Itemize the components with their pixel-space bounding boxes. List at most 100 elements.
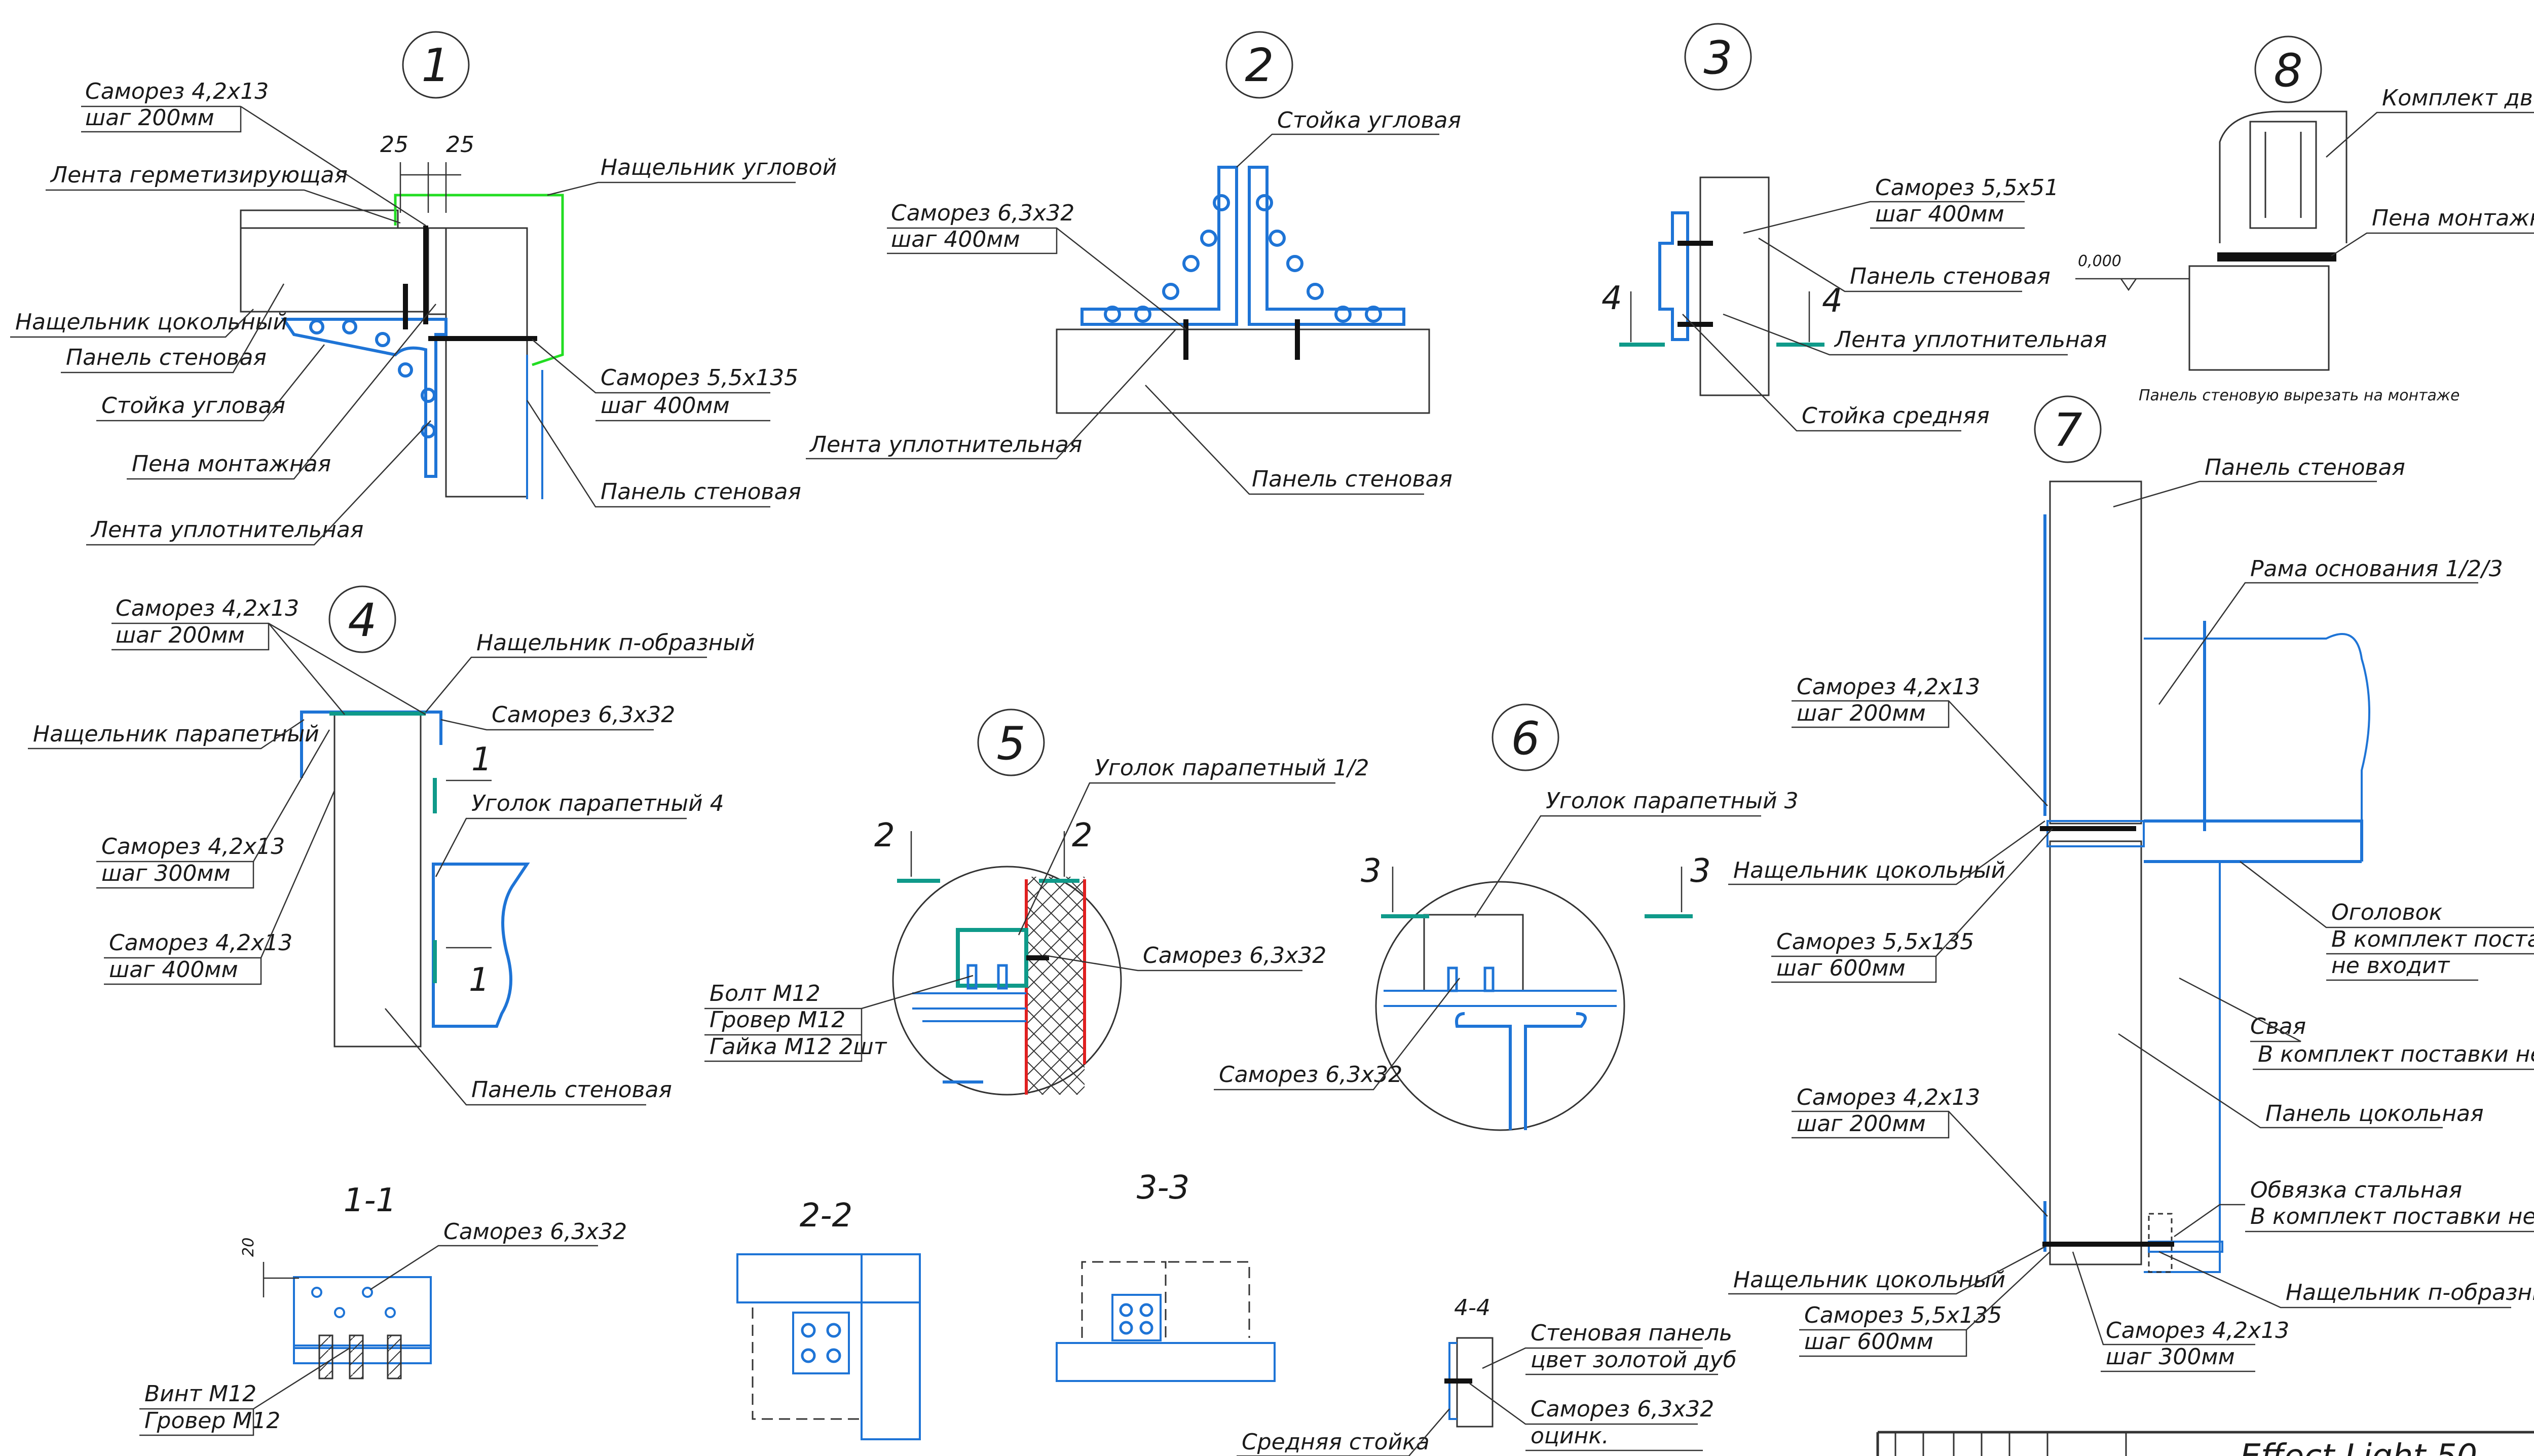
detail-3: 3 4 4 Саморез 5,5х51 шаг 400мм Панель ст… <box>1601 23 2107 432</box>
section-4-4: 4-4 Стеновая панель цвет золотой дуб Сам… <box>1237 1295 1737 1456</box>
d8-foam-strip <box>2217 252 2336 262</box>
d5-profile <box>912 992 1026 1022</box>
d8-door-frame <box>2219 110 2347 243</box>
d7-label-pile1: Свая <box>2250 1014 2306 1039</box>
detail-3-balloon <box>1684 23 1752 91</box>
d7-plinth-panel <box>2049 840 2142 1265</box>
d7-label-screw5b: шаг 300мм <box>2106 1344 2235 1370</box>
d7-leader-pile <box>2179 977 2301 1042</box>
d8-label-door: Комплект дверной <box>2382 85 2534 111</box>
d5-leader-screw <box>1044 954 1302 972</box>
s11-label-vint2: Гровер М12 <box>144 1408 280 1434</box>
d5-detail-circle <box>892 866 1122 1096</box>
detail-6: 6 3 3 Уголок парапетный 3 Саморез 6,3х32 <box>1214 703 1799 1131</box>
s44-label-panel1: Стеновая панель <box>1531 1320 1732 1346</box>
d7-label-head2: В комплект поставки <box>2331 926 2534 952</box>
d7-label-steel2: В комплект поставки не входит <box>2250 1204 2534 1229</box>
d7-rule-screw2 <box>1771 956 1937 983</box>
d1-top-sheet <box>240 209 399 229</box>
d7-label-screw1b: шаг 200мм <box>1797 700 1926 726</box>
d7-leader-frame <box>2158 582 2478 705</box>
s44-leader-screw <box>1469 1383 1698 1425</box>
d2-post-left <box>1080 166 1238 326</box>
d6-label-angle: Уголок парапетный 3 <box>1546 788 1799 814</box>
d6-leader-angle <box>1474 815 1761 918</box>
section-1-1: 1-1 20 Саморез 6,3х32 Винт М12 Гровер М1… <box>139 1182 627 1436</box>
d1-leader-plinth-trim <box>10 309 254 338</box>
d7-base-trim <box>2046 820 2145 847</box>
d6-post-profile <box>1455 1012 1587 1130</box>
d2-panel <box>1056 328 1430 414</box>
d7-leader-steel <box>2174 1204 2245 1238</box>
d1-label-tape: Лента герметизирующая <box>50 162 348 188</box>
d7-label-screw3b: шаг 200мм <box>1797 1111 1926 1137</box>
d7-label-screw2b: шаг 600мм <box>1776 955 1906 981</box>
d4-label-angle: Уголок парапетный 4 <box>471 791 724 816</box>
detail-1: 1 25 25 Саморез 4,2х13 шаг 200мм <box>10 31 837 546</box>
d3-label-panel: Панель стеновая <box>1850 264 2051 289</box>
d8-leader-foam <box>2331 232 2534 257</box>
d3-cut-label-left: 4 <box>1601 280 1622 317</box>
d4-parapet-angle <box>432 863 530 1028</box>
d7-leader-head <box>2240 861 2534 928</box>
d2-rule-screw <box>887 228 1058 254</box>
d6-profile-top <box>1384 990 1617 1007</box>
d6-label-screw: Саморез 6,3х32 <box>1219 1062 1402 1088</box>
d1-label-foam: Пена монтажная <box>132 451 331 477</box>
detail-6-balloon <box>1492 703 1559 771</box>
d1-post-holes <box>309 319 436 438</box>
d3-leader-post <box>1682 314 1961 432</box>
s22-bolts <box>801 1323 841 1363</box>
d1-label-corner-trim: Нащельник угловой <box>601 155 837 180</box>
d1-label-plinth-trim: Нащельник цокольный <box>15 309 287 335</box>
d2-post-right <box>1248 166 1405 326</box>
d5-cut-label-left: 2 <box>874 817 895 854</box>
d4-leader-screw1-b <box>268 622 426 716</box>
d7-leader-plinth-panel <box>2118 1033 2443 1129</box>
d5-rule-bolt3 <box>704 1009 863 1062</box>
d6-detail-circle <box>1375 881 1625 1131</box>
s22-plate <box>792 1312 850 1374</box>
d4-label-screw2a: Саморез 4,2х13 <box>101 834 285 860</box>
d4-label-screw2b: шаг 300мм <box>101 861 231 886</box>
d1-panel-horizontal <box>240 227 429 313</box>
d6-leader-screw <box>1214 978 1460 1091</box>
d1-leader-seal-tape <box>86 420 431 546</box>
section-1-1-title: 1-1 <box>344 1182 397 1219</box>
detail-1-number: 1 <box>421 39 450 92</box>
d1-leader-panel <box>61 283 285 374</box>
d7-rule-screw1 <box>1792 701 1950 728</box>
d4-label-screw1a: Саморез 4,2х13 <box>116 595 299 621</box>
d7-leader-plinth2 <box>1728 1246 2045 1295</box>
d7-label-steel1: Обвязка стальная <box>2250 1177 2462 1203</box>
d5-panel <box>1026 877 1085 1095</box>
d4-label-parapet: Нащельник парапетный <box>33 721 319 747</box>
d1-leader-screw-a <box>240 105 426 227</box>
d1-leader-foam <box>127 304 436 480</box>
d7-label-trim-p: Нащельник п-образный <box>2286 1280 2534 1305</box>
d4-cut-bot-label: 1 <box>469 961 490 999</box>
d4-label-screw3b: шаг 400мм <box>109 957 238 983</box>
d5-label-angle: Уголок парапетный 1/2 <box>1095 755 1369 781</box>
detail-2-balloon <box>1225 31 1293 99</box>
d1-label-panel: Панель стеновая <box>66 345 267 370</box>
d8-door-leaf <box>2249 121 2317 229</box>
d7-rule-screw3 <box>1792 1111 1950 1139</box>
d6-cut-label-left: 3 <box>1361 852 1382 890</box>
d4-cut-top-label: 1 <box>471 741 492 778</box>
s11-holes <box>311 1287 396 1318</box>
d4-label-screw63: Саморез 6,3х32 <box>492 702 675 728</box>
s11-leader-screw <box>369 1245 598 1291</box>
detail-5-number: 5 <box>996 717 1025 770</box>
d4-leader-angle <box>435 817 687 877</box>
d4-panel <box>333 714 422 1048</box>
d8-door-lines <box>2264 132 2302 218</box>
d1-leader-tape <box>46 189 401 224</box>
d1-label-screw-a2: шаг 200мм <box>85 105 214 131</box>
d2-post-holes <box>1104 194 1382 323</box>
s44-label-post: Средняя стойка <box>1242 1429 1430 1455</box>
d7-pile-head <box>2144 819 2363 863</box>
s22-dashed-frame <box>752 1308 862 1420</box>
d7-label-plinth-panel: Панель цокольная <box>2265 1101 2484 1127</box>
